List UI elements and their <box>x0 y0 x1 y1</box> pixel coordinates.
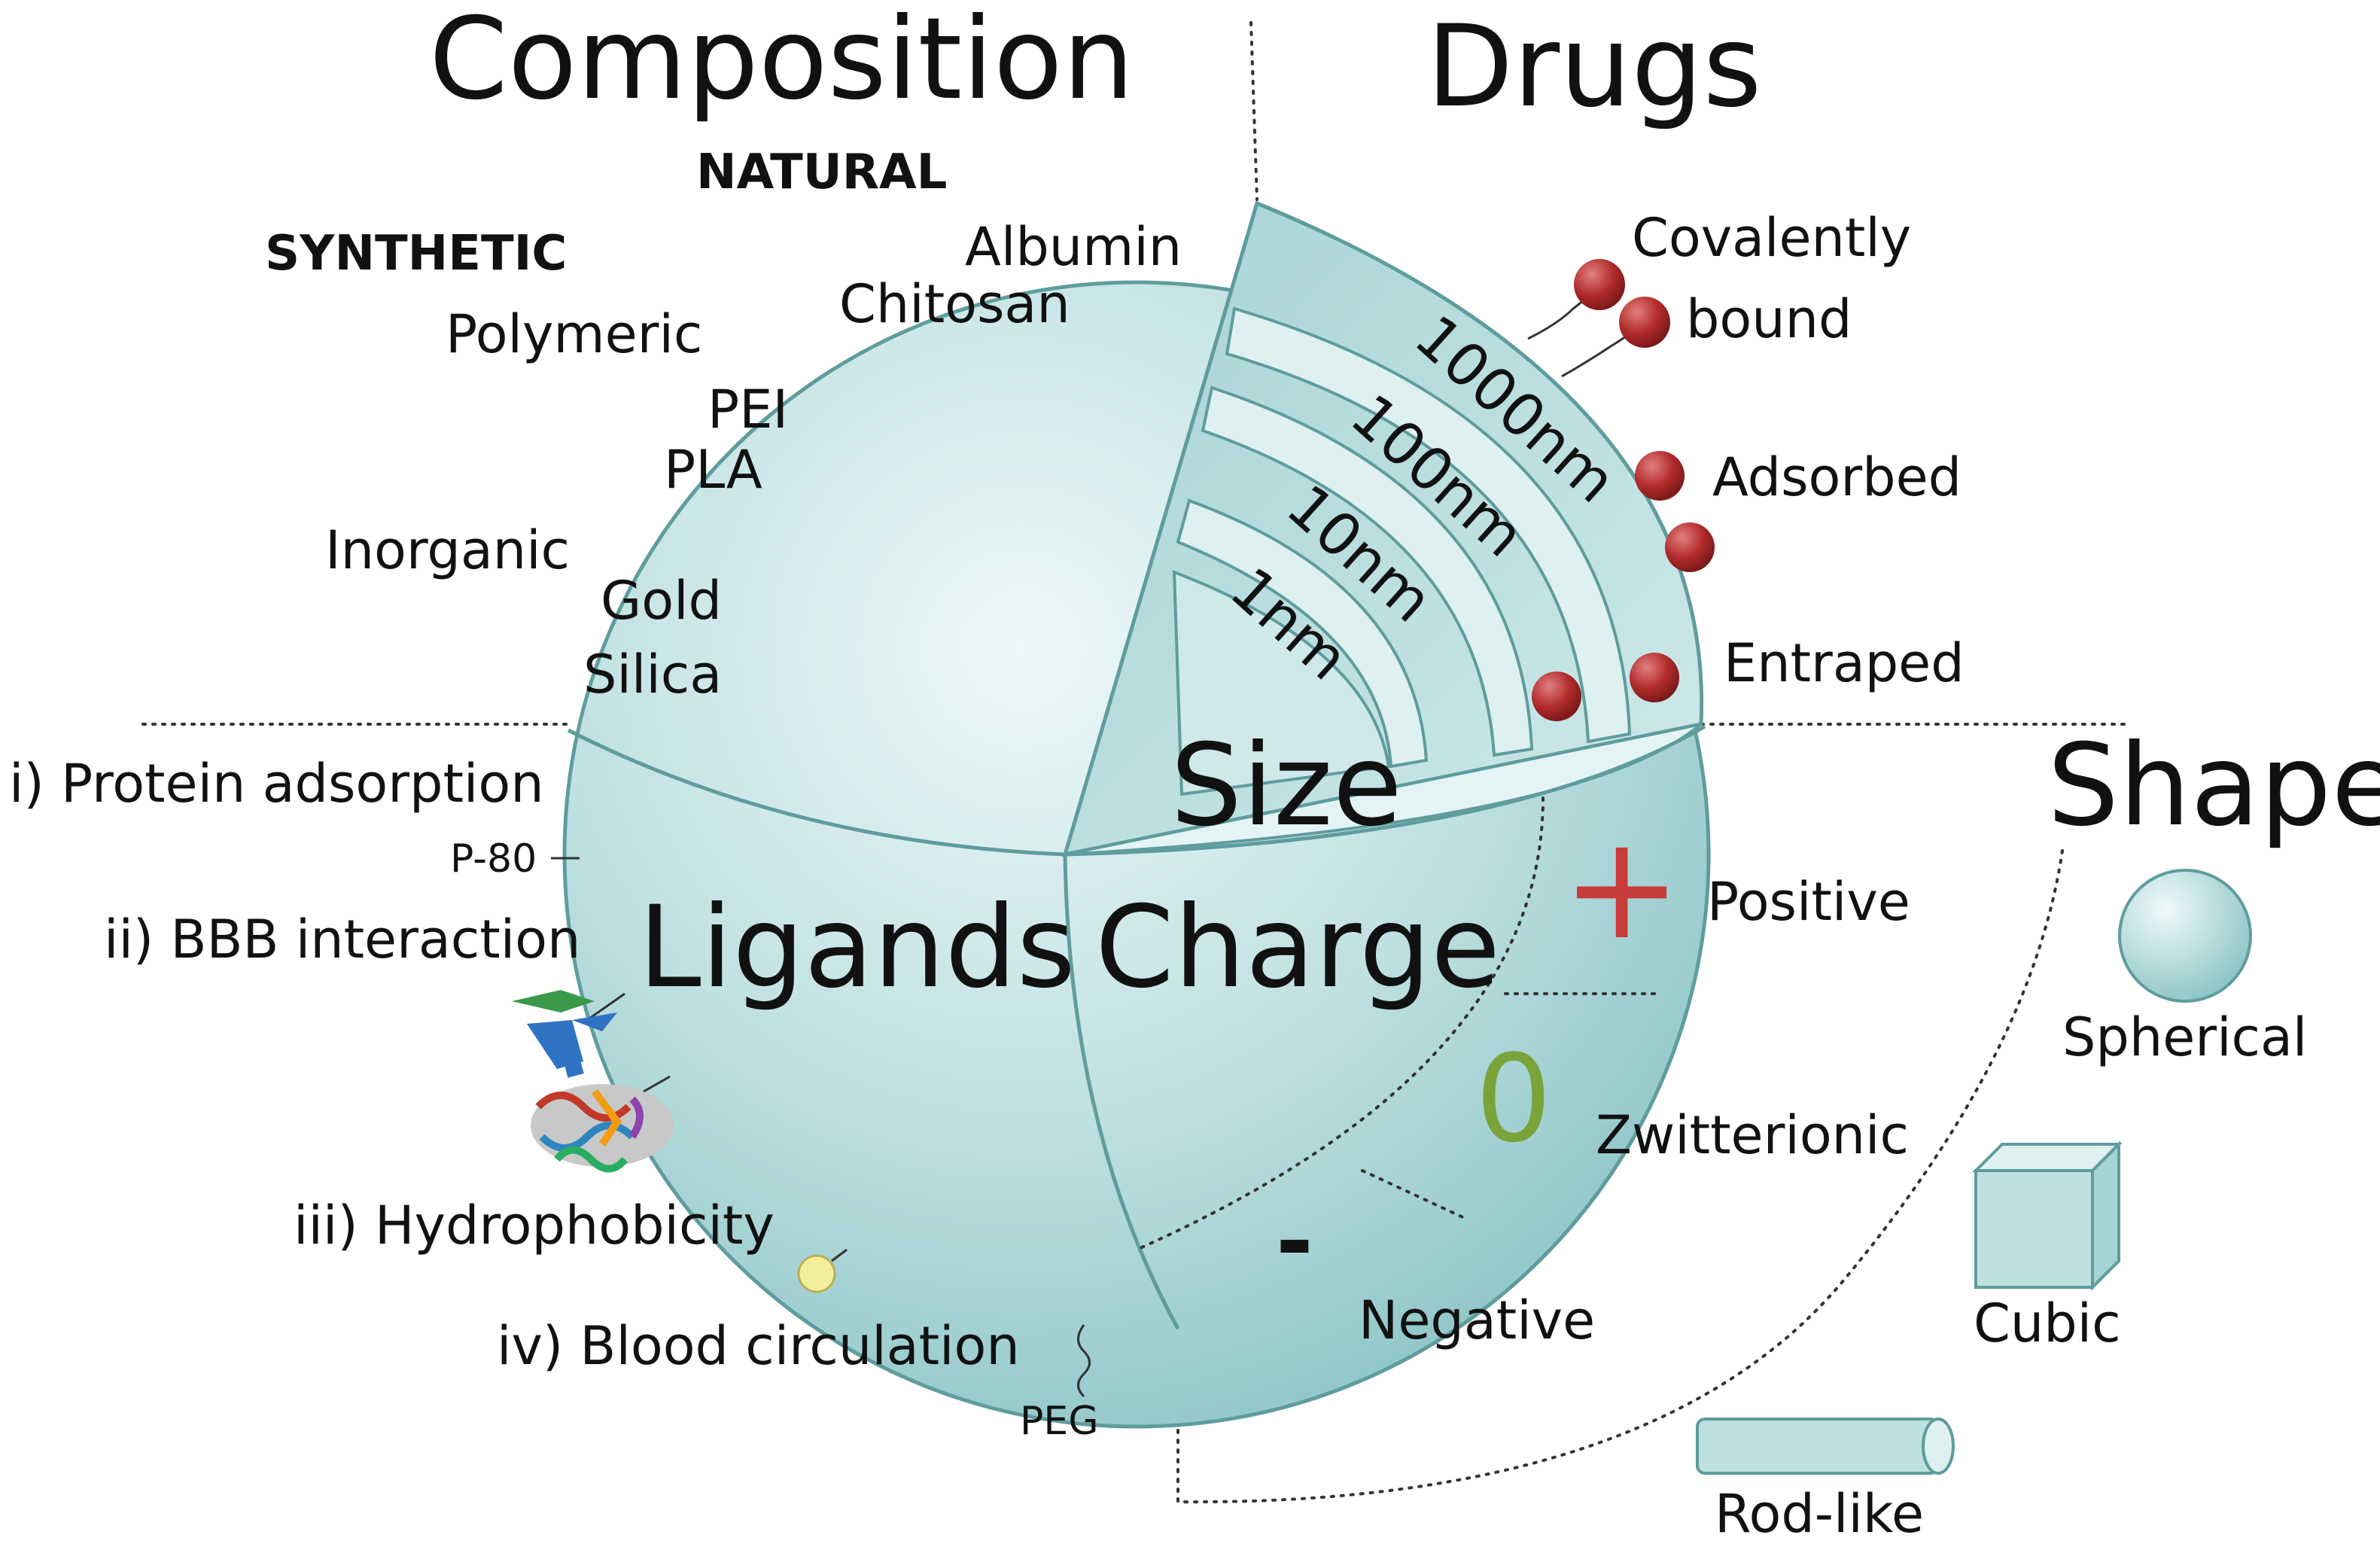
shape-divider-arc <box>1176 849 2064 1504</box>
bound-label: bound <box>1686 288 1852 350</box>
antibody-connector <box>586 992 625 1022</box>
protein-icon <box>531 1084 674 1173</box>
composition-heading: Composition <box>429 0 1134 125</box>
rod-shape-icon <box>1696 1418 1955 1475</box>
spherical-label: Spherical <box>2062 1006 2307 1068</box>
negative-label: Negative <box>1359 1290 1595 1351</box>
cubic-shape-icon <box>1972 1140 2123 1291</box>
peg-squiggle <box>1077 1324 1091 1398</box>
drug-bead-adsorbed-2 <box>1665 522 1715 572</box>
natural-label: NATURAL <box>696 145 947 200</box>
chitosan-label: Chitosan <box>839 273 1070 335</box>
entraped-label: Entraped <box>1724 632 1965 694</box>
ligands-heading: Ligands <box>638 882 1076 1013</box>
shell-100nm <box>1201 385 1534 757</box>
cubic-label: Cubic <box>1974 1293 2121 1354</box>
silica-label: Silica <box>583 644 722 705</box>
gold-label: Gold <box>601 570 722 632</box>
albumin-label: Albumin <box>965 216 1182 278</box>
peg-label: PEG <box>1020 1399 1099 1444</box>
negative-charge-symbol: - <box>1276 1189 1313 1294</box>
p80-label: P-80 <box>450 836 537 882</box>
rod-like-label: Rod-like <box>1715 1483 1924 1540</box>
charge-heading: Charge <box>1095 882 1500 1013</box>
drugs-heading: Drugs <box>1426 2 1762 132</box>
protein-adsorption-label: i) Protein adsorption <box>9 753 544 815</box>
blood-circulation-label: iv) Blood circulation <box>497 1315 1020 1377</box>
charge-band-inner <box>1135 796 1545 1251</box>
hydrophobic-ligand-icon <box>797 1254 836 1293</box>
polymeric-label: Polymeric <box>446 303 702 365</box>
bbb-interaction-label: ii) BBB interaction <box>104 909 580 970</box>
antibody-icon <box>512 990 617 1078</box>
protein-connector <box>643 1075 671 1093</box>
drug-bead-entrapped-1 <box>1532 672 1581 721</box>
shell-1nm <box>1172 570 1391 796</box>
zwitterionic-label: Zwitterionic <box>1596 1104 1909 1166</box>
shell-1000nm <box>1225 306 1632 744</box>
shape-heading: Shape <box>2047 720 2380 851</box>
size-heading: Size <box>1170 720 1402 851</box>
divider-vertical-top <box>1249 21 1258 201</box>
pla-label: PLA <box>664 439 762 501</box>
seam-equator <box>567 724 1706 857</box>
synthetic-label: SYNTHETIC <box>265 226 567 282</box>
pei-label: PEI <box>708 379 788 440</box>
inorganic-label: Inorganic <box>325 519 570 581</box>
drug-bead-entrapped-2 <box>1630 653 1679 702</box>
spherical-shape-icon <box>2118 869 2252 1003</box>
seam-meridian <box>1063 854 1180 1330</box>
hydrophobicity-label: iii) Hydrophobicity <box>294 1195 775 1256</box>
charge-band-bottom <box>1361 1169 1469 1221</box>
adsorbed-label: Adsorbed <box>1712 446 1962 508</box>
zero-charge-symbol: 0 <box>1475 1028 1552 1169</box>
drug-bead-adsorbed-1 <box>1635 451 1685 501</box>
drug-bead-covalent-2 <box>1619 297 1670 348</box>
positive-label: Positive <box>1707 871 1910 933</box>
positive-charge-symbol: + <box>1562 805 1682 971</box>
drug-bead-covalent-1 <box>1574 259 1625 310</box>
covalently-label: Covalently <box>1632 207 1911 269</box>
yellow-connector <box>831 1248 848 1262</box>
shell-10nm <box>1176 498 1429 769</box>
